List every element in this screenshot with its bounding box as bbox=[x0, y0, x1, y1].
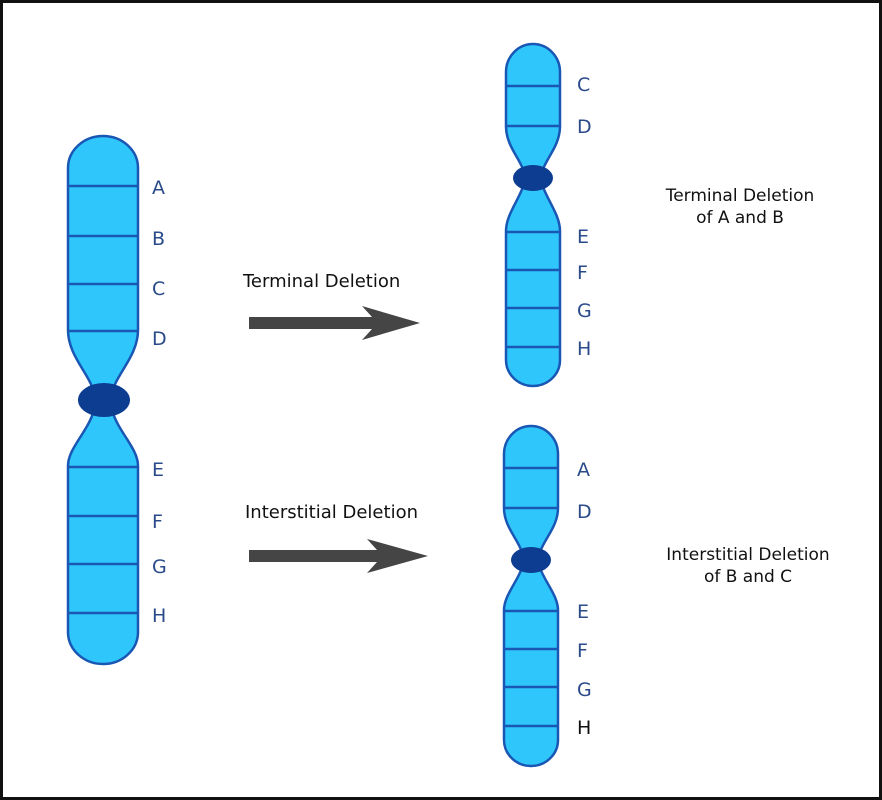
terminal-arrow-icon bbox=[249, 306, 420, 340]
interstitial-caption-line2: of B and C bbox=[704, 567, 792, 587]
original-band-label-g: G bbox=[152, 556, 167, 578]
terminal-band-label-c: C bbox=[577, 74, 590, 96]
original-band-label-e: E bbox=[152, 459, 164, 481]
original-lower-arm bbox=[66, 408, 140, 666]
terminal-band-label-d: D bbox=[577, 116, 592, 138]
terminal-lower-arm bbox=[504, 182, 562, 388]
original-centromere bbox=[78, 383, 130, 417]
interstitial-chromosome bbox=[502, 424, 560, 768]
terminal-caption-line2: of A and B bbox=[696, 208, 784, 228]
terminal-band-label-g: G bbox=[577, 300, 592, 322]
interstitial-band-label-f: F bbox=[577, 640, 588, 662]
interstitial-caption-line1: Interstitial Deletion bbox=[666, 545, 829, 565]
original-band-label-b: B bbox=[152, 228, 165, 250]
terminal-upper-arm bbox=[504, 42, 562, 174]
interstitial-band-label-a: A bbox=[577, 459, 590, 481]
interstitial-lower-arm bbox=[502, 566, 560, 768]
original-band-label-f: F bbox=[152, 511, 163, 533]
interstitial-upper-arm bbox=[502, 424, 560, 554]
interstitial-band-label-e: E bbox=[577, 601, 589, 623]
original-band-label-h: H bbox=[152, 605, 166, 627]
original-upper-arm bbox=[66, 134, 140, 394]
interstitial-band-label-h: H bbox=[577, 717, 591, 739]
interstitial-band-label-d: D bbox=[577, 501, 592, 523]
terminal-centromere bbox=[513, 165, 553, 191]
terminal-caption-line1: Terminal Deletion bbox=[665, 186, 815, 206]
interstitial-band-label-g: G bbox=[577, 679, 592, 701]
original-band-label-a: A bbox=[152, 177, 165, 199]
interstitial-arrow-icon bbox=[249, 539, 428, 573]
terminal-band-label-h: H bbox=[577, 338, 591, 360]
terminal-band-label-f: F bbox=[577, 262, 588, 284]
interstitial-arrow-label: Interstitial Deletion bbox=[245, 502, 418, 523]
original-chromosome bbox=[66, 134, 140, 666]
interstitial-centromere bbox=[511, 547, 551, 573]
terminal-band-label-e: E bbox=[577, 226, 589, 248]
original-band-label-d: D bbox=[152, 328, 167, 350]
terminal-chromosome bbox=[504, 42, 562, 388]
terminal-arrow-label: Terminal Deletion bbox=[242, 271, 400, 292]
original-band-label-c: C bbox=[152, 278, 165, 300]
